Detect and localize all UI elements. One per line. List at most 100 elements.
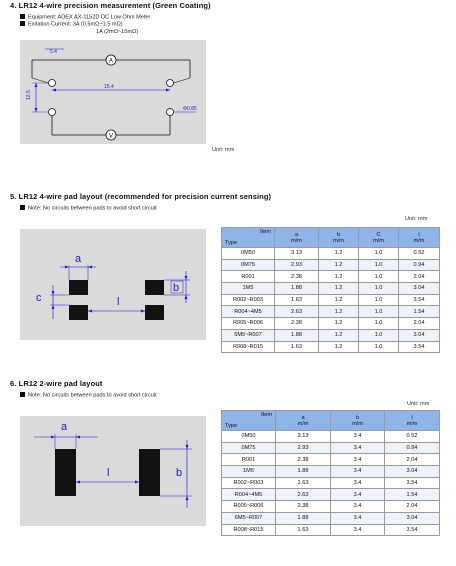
value-cell: 1.2 <box>318 293 359 307</box>
ammeter-icon <box>105 54 117 66</box>
type-cell: R005~R006 <box>221 317 275 330</box>
sec6-note: Note: No circuits between pads to avoid … <box>20 392 157 399</box>
value-cell: 1.0 <box>358 258 399 272</box>
dim-a-label: a <box>61 421 68 433</box>
two-wire-pad-diagram: a b l <box>20 416 206 526</box>
equipment-text: Equipment: ADEX AX-1152D DC Low Ohm Mete… <box>20 14 150 21</box>
sec4-unit: Unit: mm <box>212 147 235 153</box>
value-cell: 3.4 <box>330 476 385 490</box>
value-cell: 1.88 <box>274 282 319 295</box>
value-cell: 1.2 <box>318 270 359 284</box>
value-cell: 2.93 <box>275 441 331 455</box>
type-cell: R001 <box>221 453 276 467</box>
value-cell: 1.2 <box>318 247 359 260</box>
type-cell: 0M50 <box>221 247 275 260</box>
value-cell: 3.54 <box>398 340 440 354</box>
section-5-title: 5. LR12 4-wire pad layout (recommended f… <box>10 192 272 201</box>
header-item-type: Item Type <box>221 410 276 431</box>
value-cell: 3.13 <box>274 247 319 260</box>
value-cell: 3.4 <box>330 430 385 443</box>
type-cell: 1M5 <box>221 282 275 295</box>
dim-b-label: b <box>173 282 179 294</box>
four-wire-pad-diagram: a b c l <box>20 229 206 340</box>
value-cell: 2.38 <box>275 500 331 513</box>
value-cell: 2.38 <box>275 453 331 467</box>
value-cell: 3.04 <box>384 511 440 525</box>
value-cell: 1.0 <box>358 270 399 284</box>
dim-left-label: 12.5 <box>26 90 32 100</box>
value-cell: 1.2 <box>318 340 359 354</box>
dim-middle-label: 15.4 <box>104 84 114 90</box>
value-cell: 1.2 <box>318 317 359 330</box>
excitation-text-2: 1A (2mΩ~15mΩ) <box>96 29 139 35</box>
value-cell: 3.4 <box>330 523 385 537</box>
probe-circle <box>166 79 174 87</box>
value-cell: 1.0 <box>358 340 399 354</box>
type-cell: R002~R003 <box>221 293 275 307</box>
dim-l-label: l <box>117 296 119 308</box>
value-cell: 3.04 <box>384 465 440 478</box>
bullet-square-icon <box>20 392 25 397</box>
header-item-type: Item Type <box>221 227 275 248</box>
value-cell: 3.54 <box>398 293 440 307</box>
pad <box>69 280 88 295</box>
header-item: Item <box>261 412 272 418</box>
value-cell: 1.88 <box>275 465 331 478</box>
pad <box>139 449 160 496</box>
value-cell: 3.54 <box>384 523 440 537</box>
type-cell: R005~R006 <box>221 500 276 513</box>
value-cell: 2.38 <box>274 317 319 330</box>
value-cell: 1.0 <box>358 328 399 342</box>
value-cell: 2.04 <box>384 453 440 467</box>
value-cell: 3.04 <box>398 328 440 342</box>
four-wire-diagram: A V 5.4 15.4 12.5 Φ0.85 <box>20 40 206 144</box>
value-cell: 0.52 <box>398 247 440 260</box>
value-cell: 2.38 <box>274 270 319 284</box>
value-cell: 3.4 <box>330 453 385 467</box>
voltmeter-label: V <box>109 133 113 139</box>
type-cell: 0M50 <box>221 430 276 443</box>
bullet-square-icon <box>20 14 25 19</box>
type-cell: R002~R003 <box>221 476 276 490</box>
type-cell: R001 <box>221 270 275 284</box>
value-cell: 1.0 <box>358 317 399 330</box>
value-cell: 2.04 <box>384 500 440 513</box>
value-cell: 1.88 <box>274 328 319 342</box>
value-cell: 1.54 <box>384 488 440 502</box>
type-cell: 1M5 <box>221 465 276 478</box>
excitation-label: Exitation Current: 3A (0.5mΩ~1.5 mΩ) <box>28 21 123 28</box>
value-cell: 1.0 <box>358 305 399 319</box>
value-cell: 3.4 <box>330 441 385 455</box>
value-cell: 1.88 <box>275 511 331 525</box>
pad <box>145 305 164 320</box>
probe-circle <box>48 79 56 87</box>
type-cell: R008~R015 <box>221 523 276 537</box>
dim-c-label: c <box>36 292 42 304</box>
dim-right-label: Φ0.85 <box>183 106 197 112</box>
value-cell: 3.04 <box>398 282 440 295</box>
header-type: Type <box>225 240 238 246</box>
bullet-square-icon <box>20 21 25 26</box>
value-cell: 1.54 <box>398 305 440 319</box>
value-cell: 0.52 <box>384 430 440 443</box>
value-cell: 1.63 <box>275 523 331 537</box>
value-cell: 1.63 <box>274 340 319 354</box>
excitation-text: Exitation Current: 3A (0.5mΩ~1.5 mΩ) <box>20 21 123 28</box>
value-cell: 1.2 <box>318 328 359 342</box>
value-cell: 3.13 <box>275 430 331 443</box>
